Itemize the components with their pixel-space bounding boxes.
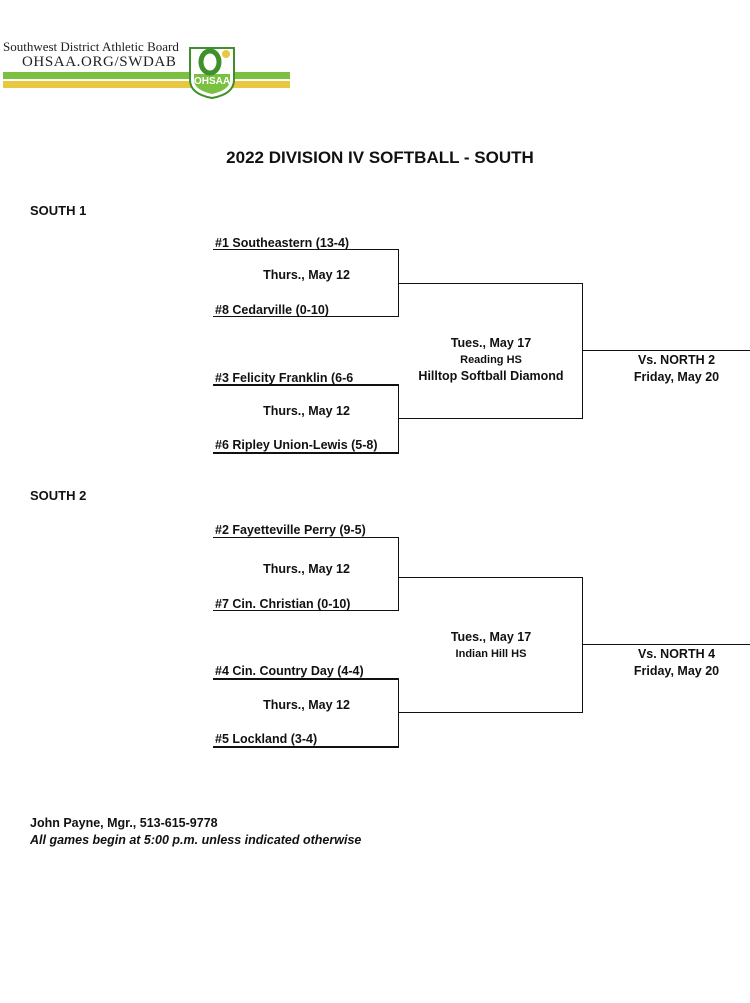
south1-semifinal-field: Hilltop Softball Diamond (418, 369, 564, 383)
bracket-line (398, 577, 583, 578)
bracket-line (213, 678, 399, 680)
south2-team-4: #4 Cin. Country Day (4-4) (215, 664, 364, 678)
bracket-line (213, 384, 399, 386)
org-url: OHSAA.ORG/SWDAB (22, 54, 177, 70)
bracket-line (398, 418, 583, 419)
south2-final-date: Friday, May 20 (633, 664, 720, 678)
bracket-line (582, 577, 583, 713)
page-title: 2022 DIVISION IV SOFTBALL - SOUTH (226, 148, 534, 167)
bracket-line (213, 316, 399, 317)
bracket-line (213, 610, 399, 611)
south2-game-1-date: Thurs., May 12 (263, 562, 350, 576)
south2-team-2: #2 Fayetteville Perry (9-5) (215, 523, 366, 537)
south1-team-1: #1 Southeastern (13-4) (215, 236, 350, 250)
south1-game-2-date: Thurs., May 12 (263, 404, 350, 418)
header-green-bar (3, 72, 290, 79)
south1-final-date: Friday, May 20 (633, 370, 720, 384)
bracket-line (582, 283, 583, 419)
bracket-line (398, 283, 583, 284)
south1-final-info: Vs. NORTH 2 Friday, May 20 (585, 352, 750, 386)
south2-semifinal-info: Tues., May 17 Indian Hill HS (400, 630, 582, 660)
bracket-line (398, 384, 399, 454)
bracket-line (398, 678, 399, 748)
bracket-line (213, 746, 399, 748)
south2-team-5: #5 Lockland (3-4) (215, 732, 318, 746)
south1-final-opponent: Vs. NORTH 2 (637, 353, 716, 367)
bracket-line (582, 644, 750, 645)
south2-final-info: Vs. NORTH 4 Friday, May 20 (585, 646, 750, 680)
org-name: Southwest District Athletic Board (3, 39, 179, 54)
bracket-line (213, 452, 399, 454)
south1-game-1-date: Thurs., May 12 (263, 268, 350, 282)
section-south-1: SOUTH 1 (30, 203, 87, 218)
south2-semifinal-date: Tues., May 17 (450, 630, 532, 644)
bracket-line (398, 712, 583, 713)
south1-semifinal-date: Tues., May 17 (450, 336, 532, 350)
bracket-line (582, 350, 750, 351)
south1-semifinal-site: Reading HS (460, 354, 522, 366)
start-time-note: All games begin at 5:00 p.m. unless indi… (30, 833, 362, 847)
bracket-line (213, 249, 399, 250)
bracket-line (398, 537, 399, 611)
bracket-line (213, 537, 399, 538)
south1-semifinal-info: Tues., May 17 Reading HS Hilltop Softbal… (400, 336, 582, 383)
ohsaa-logo: OHSAA (189, 47, 235, 100)
manager-contact: John Payne, Mgr., 513-615-9778 (30, 816, 218, 830)
south1-team-6: #6 Ripley Union-Lewis (5-8) (215, 438, 378, 452)
south2-game-2-date: Thurs., May 12 (263, 698, 350, 712)
south1-team-8: #8 Cedarville (0-10) (215, 303, 329, 317)
header-gold-bar (3, 81, 290, 88)
south1-team-3: #3 Felicity Franklin (6-6 (215, 371, 354, 385)
south2-final-opponent: Vs. NORTH 4 (637, 647, 716, 661)
logo-text: OHSAA (194, 76, 230, 87)
south2-semifinal-site: Indian Hill HS (455, 648, 527, 660)
south2-team-7: #7 Cin. Christian (0-10) (215, 597, 351, 611)
section-south-2: SOUTH 2 (30, 488, 87, 503)
